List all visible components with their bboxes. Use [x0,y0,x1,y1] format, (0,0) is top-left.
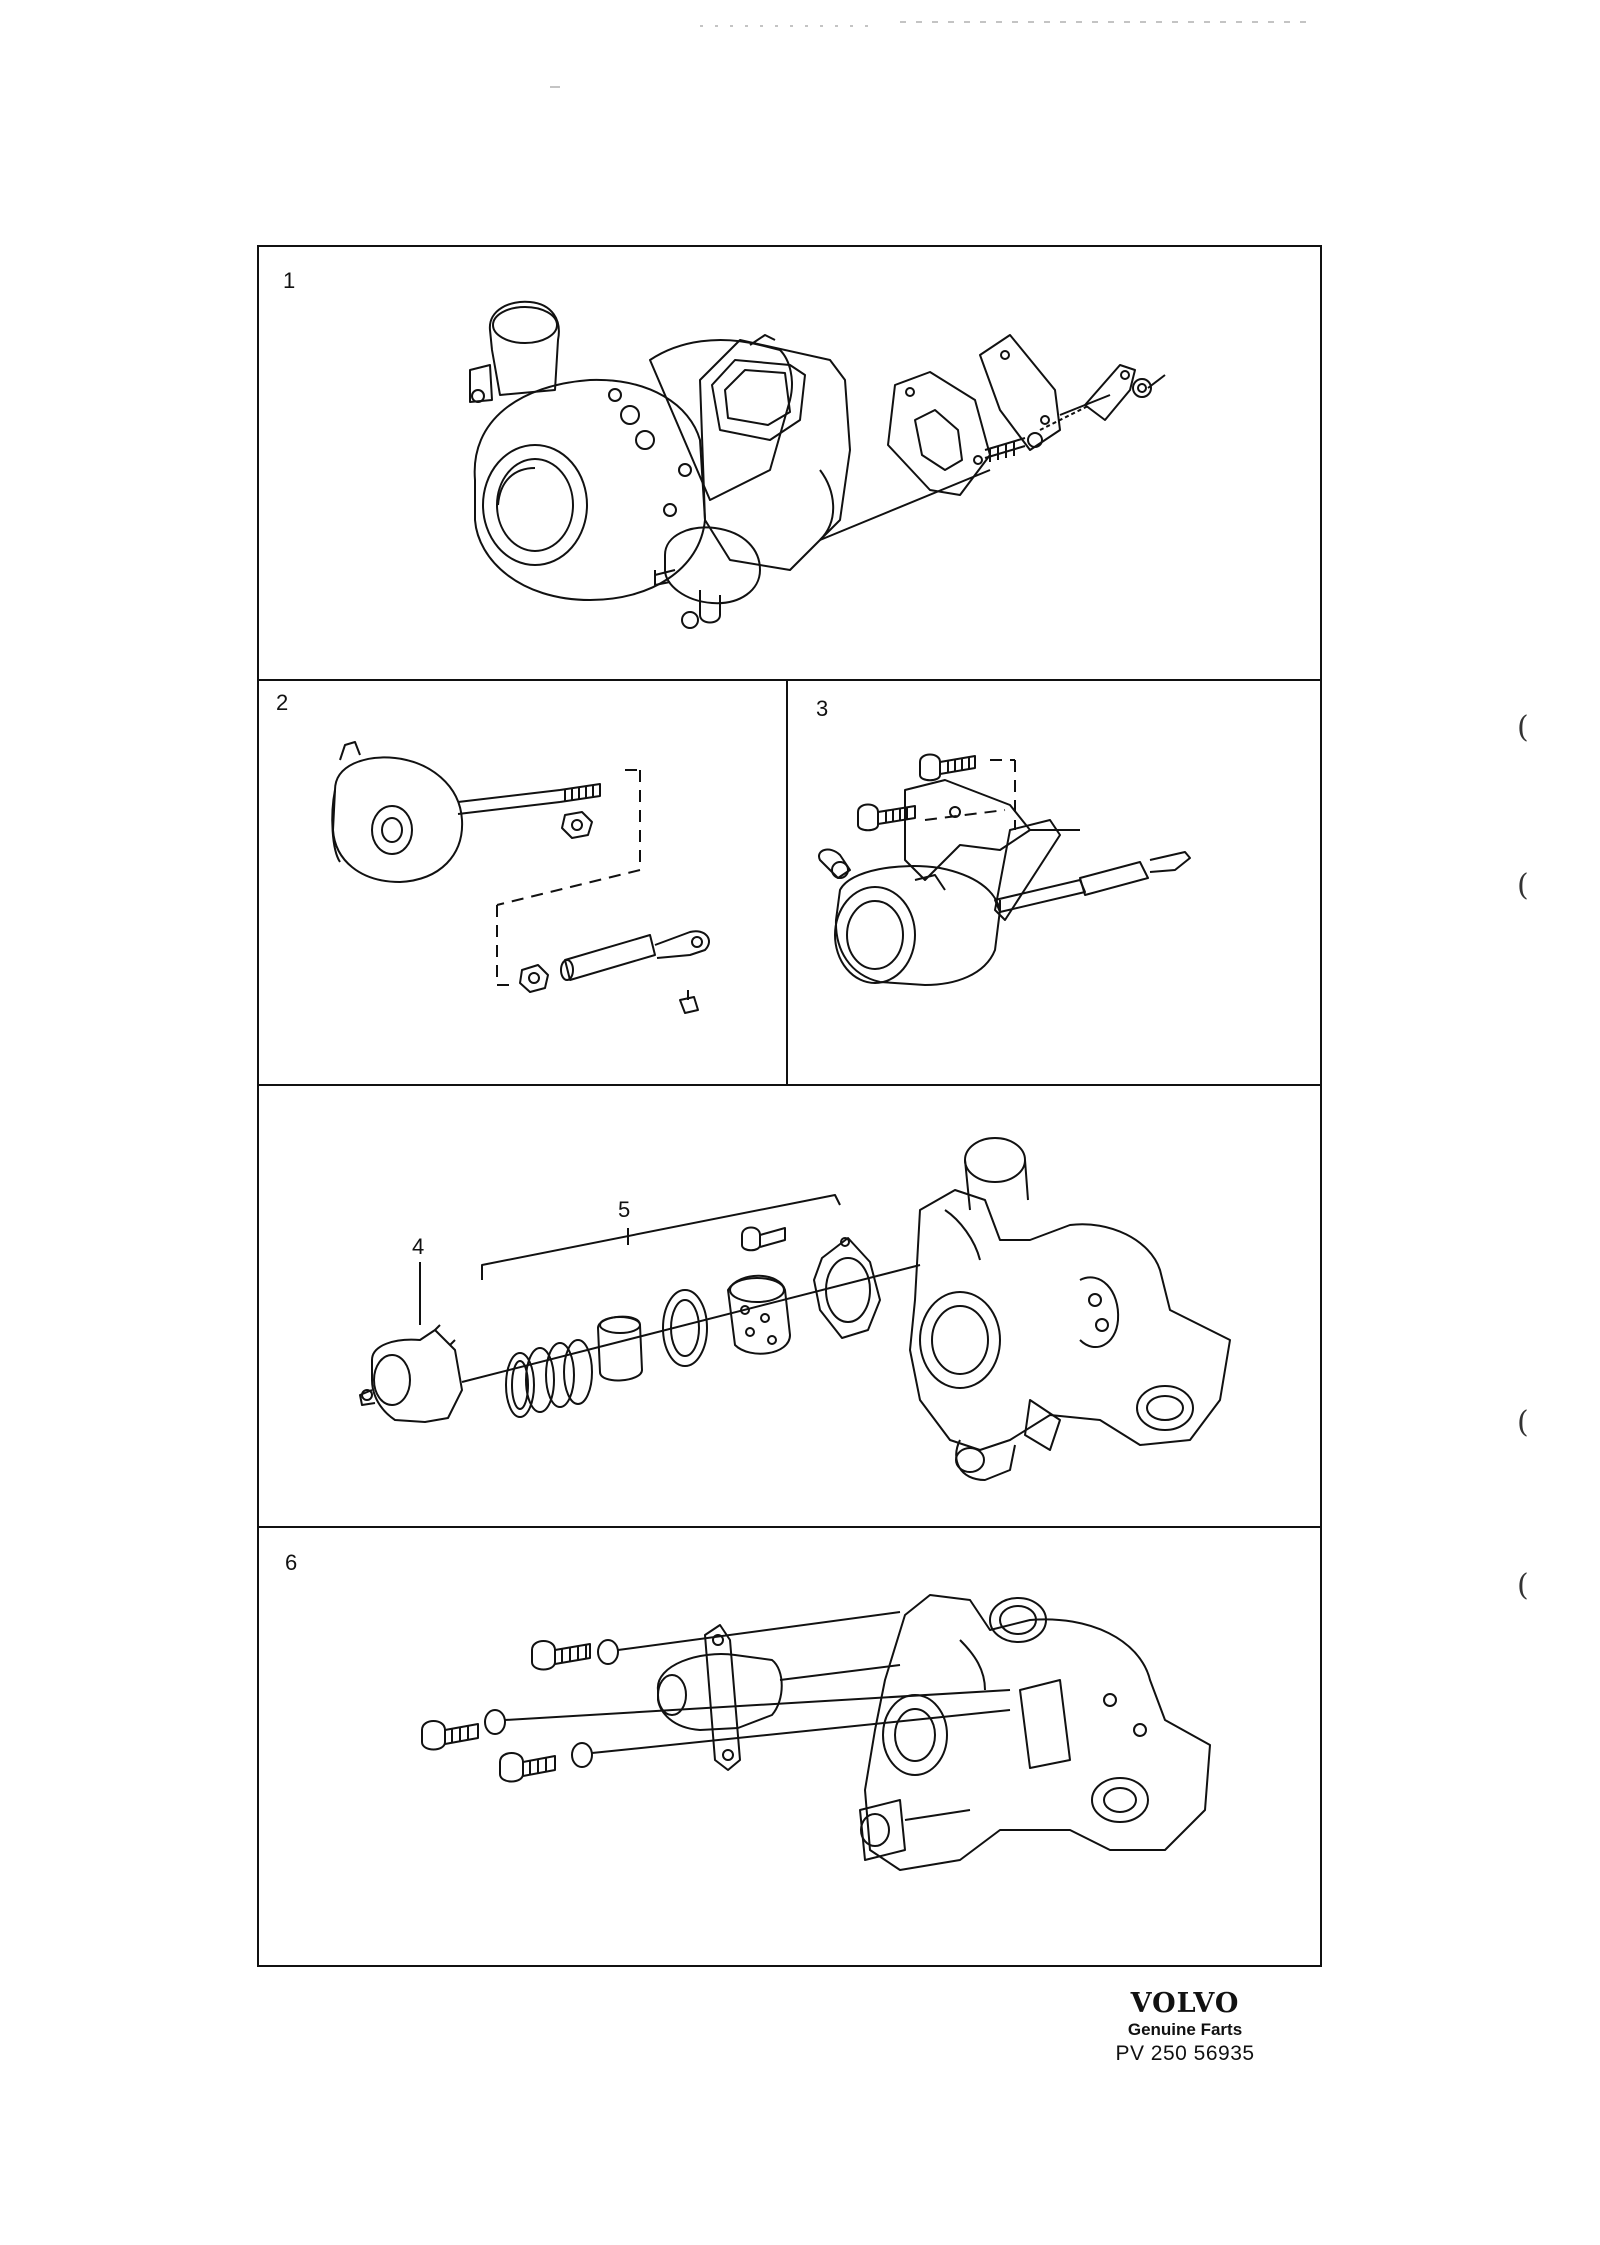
bracket [1084,364,1136,421]
wastegate-actuator [664,526,761,605]
branding-block: VOLVO Genuine Farts PV 250 56935 [1100,1988,1270,2066]
lock-nut [561,811,593,839]
bolt-6c [499,1752,524,1783]
callout-5: 5 [618,1197,631,1222]
spring-1 [505,1352,535,1418]
panel-6-number: 6 [285,1550,298,1575]
part-code: PV 250 56935 [1115,2042,1255,2065]
actuator-housing [834,865,1001,986]
outlet-pipe [488,300,560,396]
gasket-4 [813,1237,881,1339]
flange-gasket [887,371,991,496]
turbine-housing [699,339,851,571]
seal-ring [662,1289,708,1367]
turbo-assembly [909,1189,1231,1451]
actuator-4 [371,1329,463,1423]
panel-2-number: 2 [276,690,289,715]
actuator-can [332,756,464,883]
compressor-inlet [482,444,588,566]
bolt-6a [531,1640,556,1671]
margin-mark-3: ( [1517,1405,1529,1440]
retaining-clip [679,996,699,1014]
panel-3-number: 3 [816,696,829,721]
adjuster-nut [519,964,549,993]
bolt-lower [857,803,879,832]
panel-1-number: 1 [283,268,296,293]
cage-bolt [741,1226,761,1252]
bolt-6b [421,1720,446,1751]
callout-5-bracket [481,1194,841,1280]
margin-mark-1: ( [1517,710,1529,745]
actuator-rod [457,789,561,815]
margin-mark-2: ( [1517,868,1529,903]
callout-4: 4 [412,1234,425,1259]
mounting-plate [979,334,1061,451]
adjuster-sleeve [564,934,656,981]
margin-mark-4: ( [1517,1568,1529,1603]
diagram-frame [257,245,1322,1967]
guide-cage [727,1274,791,1355]
actuator-6 [656,1653,783,1731]
volvo-logo: VOLVO [1130,1988,1240,2019]
branding-tagline: Genuine Farts [1127,2020,1243,2039]
bolt-upper [919,753,941,782]
